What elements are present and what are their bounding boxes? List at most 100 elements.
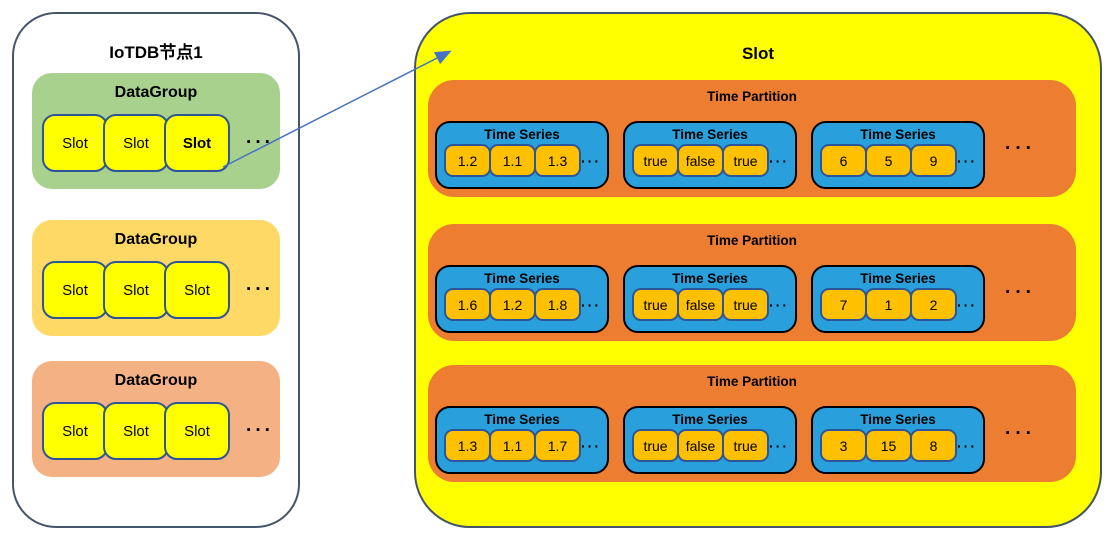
time-partition-2: Time Partition Time Series 1.6 1.2 1.8 ·… <box>428 224 1076 341</box>
value-row: true false true ··· <box>625 288 795 321</box>
time-partition-3-title: Time Partition <box>707 374 797 389</box>
time-series-box: Time Series 7 1 2 ··· <box>811 265 985 333</box>
datagroup-2-slot-row: Slot Slot Slot ··· <box>32 261 280 319</box>
time-series-box: Time Series true false true ··· <box>623 265 797 333</box>
value-cell: true <box>722 144 769 177</box>
value-cell: 1 <box>865 288 912 321</box>
value-cell: 15 <box>865 429 912 462</box>
slot-box: Slot <box>42 114 108 172</box>
value-row: 6 5 9 ··· <box>813 144 983 177</box>
value-cell: 1.1 <box>489 429 536 462</box>
slot-box: Slot <box>103 402 169 460</box>
value-cell: false <box>677 429 724 462</box>
time-partition-1-series-row: Time Series 1.2 1.1 1.3 ··· Time Series … <box>435 121 999 189</box>
slot-box: Slot <box>164 402 230 460</box>
ellipsis: ··· <box>581 152 601 169</box>
ellipsis: ··· <box>246 279 274 300</box>
ellipsis: ··· <box>769 152 789 169</box>
value-row: 1.2 1.1 1.3 ··· <box>437 144 607 177</box>
value-row: 3 15 8 ··· <box>813 429 983 462</box>
value-cell: 1.6 <box>444 288 491 321</box>
time-series-box: Time Series 3 15 8 ··· <box>811 406 985 474</box>
datagroup-1-slot-row: Slot Slot Slot ··· <box>32 114 280 172</box>
value-cell: true <box>632 429 679 462</box>
time-series-title: Time Series <box>672 412 748 427</box>
ellipsis: ··· <box>957 296 977 313</box>
value-row: 1.3 1.1 1.7 ··· <box>437 429 607 462</box>
ellipsis: ··· <box>1005 423 1036 444</box>
value-row: true false true ··· <box>625 144 795 177</box>
datagroup-3-title: DataGroup <box>114 372 198 389</box>
ellipsis: ··· <box>769 296 789 313</box>
slot-box: Slot <box>42 402 108 460</box>
ellipsis: ··· <box>1005 138 1036 159</box>
datagroup-3: DataGroup Slot Slot Slot ··· <box>32 361 280 477</box>
value-cell: 1.3 <box>534 144 581 177</box>
value-cell: true <box>632 144 679 177</box>
value-cell: true <box>722 429 769 462</box>
slot-box-highlighted: Slot <box>164 114 230 172</box>
time-series-title: Time Series <box>860 271 936 286</box>
ellipsis: ··· <box>581 437 601 454</box>
time-series-title: Time Series <box>484 412 560 427</box>
time-partition-2-series-row: Time Series 1.6 1.2 1.8 ··· Time Series … <box>435 265 999 333</box>
datagroup-1-title: DataGroup <box>114 84 198 101</box>
value-cell: false <box>677 144 724 177</box>
value-cell: 1.8 <box>534 288 581 321</box>
value-cell: 3 <box>820 429 867 462</box>
ellipsis: ··· <box>1005 282 1036 303</box>
time-series-title: Time Series <box>860 127 936 142</box>
ellipsis: ··· <box>957 437 977 454</box>
time-partition-2-title: Time Partition <box>707 233 797 248</box>
value-cell: 1.3 <box>444 429 491 462</box>
value-cell: 7 <box>820 288 867 321</box>
value-row: 7 1 2 ··· <box>813 288 983 321</box>
datagroup-1: DataGroup Slot Slot Slot ··· <box>32 73 280 189</box>
value-cell: 9 <box>910 144 957 177</box>
value-cell: 5 <box>865 144 912 177</box>
value-cell: 1.2 <box>489 288 536 321</box>
time-partition-1-title: Time Partition <box>707 89 797 104</box>
value-cell: 6 <box>820 144 867 177</box>
datagroup-2: DataGroup Slot Slot Slot ··· <box>32 220 280 336</box>
iotdb-node-panel: IoTDB节点1 DataGroup Slot Slot Slot ··· Da… <box>12 12 300 528</box>
time-partition-1: Time Partition Time Series 1.2 1.1 1.3 ·… <box>428 80 1076 197</box>
ellipsis: ··· <box>769 437 789 454</box>
value-cell: true <box>722 288 769 321</box>
time-series-box: Time Series 1.6 1.2 1.8 ··· <box>435 265 609 333</box>
ellipsis: ··· <box>246 420 274 441</box>
value-cell: 1.7 <box>534 429 581 462</box>
time-series-box: Time Series true false true ··· <box>623 406 797 474</box>
time-series-box: Time Series 1.3 1.1 1.7 ··· <box>435 406 609 474</box>
slot-box: Slot <box>103 261 169 319</box>
slot-detail-title: Slot <box>741 44 775 63</box>
value-cell: 1.2 <box>444 144 491 177</box>
datagroup-3-slot-row: Slot Slot Slot ··· <box>32 402 280 460</box>
time-series-box: Time Series 6 5 9 ··· <box>811 121 985 189</box>
time-series-title: Time Series <box>860 412 936 427</box>
time-series-box: Time Series true false true ··· <box>623 121 797 189</box>
slot-box: Slot <box>103 114 169 172</box>
slot-detail-panel: Slot Time Partition Time Series 1.2 1.1 … <box>414 12 1102 528</box>
time-series-box: Time Series 1.2 1.1 1.3 ··· <box>435 121 609 189</box>
time-partition-3-series-row: Time Series 1.3 1.1 1.7 ··· Time Series … <box>435 406 999 474</box>
value-cell: 2 <box>910 288 957 321</box>
datagroup-2-title: DataGroup <box>114 231 198 248</box>
time-series-title: Time Series <box>672 127 748 142</box>
time-series-title: Time Series <box>484 127 560 142</box>
value-cell: 8 <box>910 429 957 462</box>
ellipsis: ··· <box>246 132 274 153</box>
time-series-title: Time Series <box>484 271 560 286</box>
slot-box: Slot <box>164 261 230 319</box>
time-series-title: Time Series <box>672 271 748 286</box>
node-title: IoTDB节点1 <box>109 43 203 62</box>
value-row: 1.6 1.2 1.8 ··· <box>437 288 607 321</box>
value-cell: 1.1 <box>489 144 536 177</box>
slot-box: Slot <box>42 261 108 319</box>
value-cell: false <box>677 288 724 321</box>
value-cell: true <box>632 288 679 321</box>
ellipsis: ··· <box>581 296 601 313</box>
time-partition-3: Time Partition Time Series 1.3 1.1 1.7 ·… <box>428 365 1076 482</box>
value-row: true false true ··· <box>625 429 795 462</box>
